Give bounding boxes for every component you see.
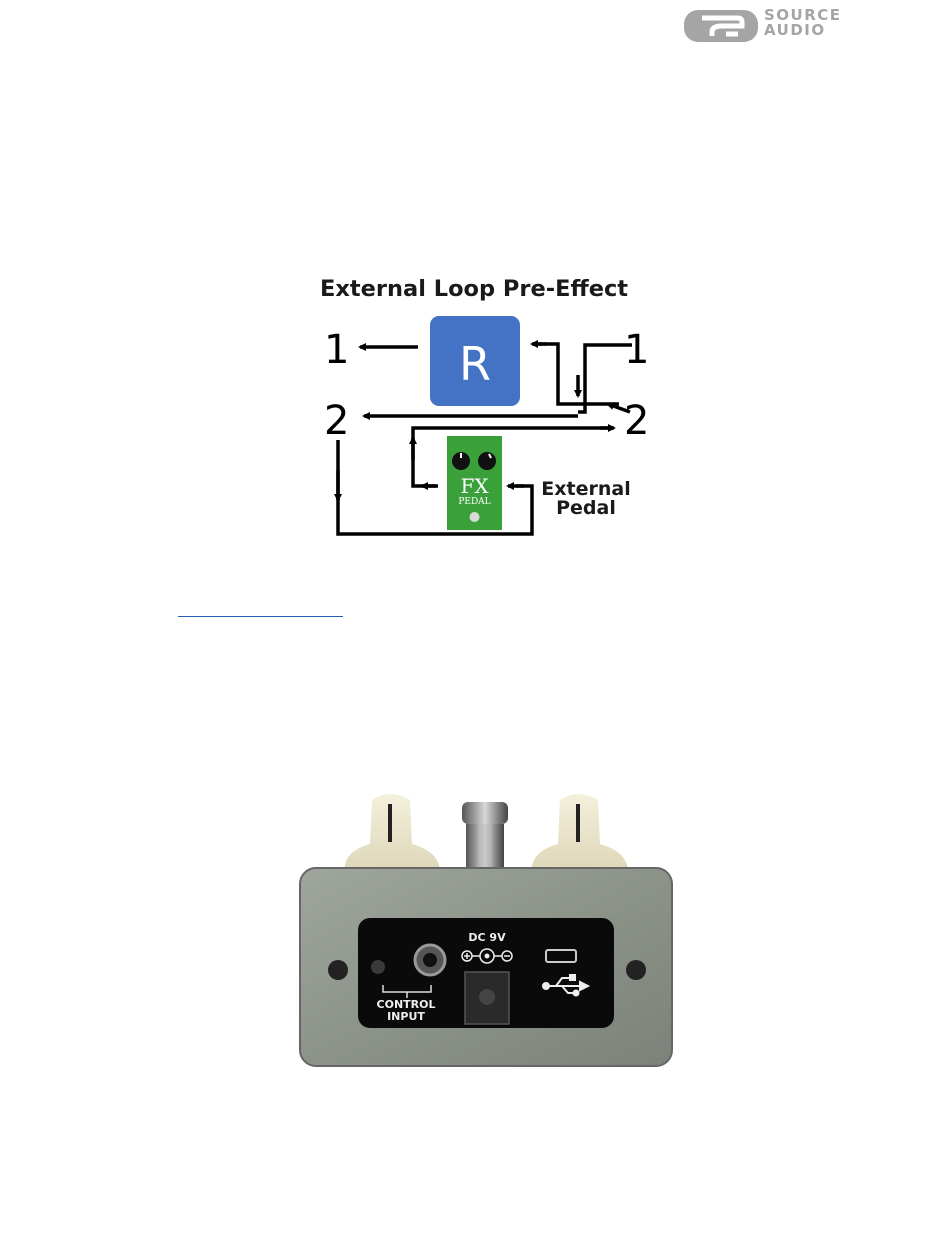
knob-right-icon (532, 794, 628, 872)
pedal-back-panel-photo: CONTROL INPUT DC 9V (290, 780, 680, 1080)
signal-routing-diagram: R 1 2 1 2 FX PEDAL (310, 300, 660, 550)
screw-left-icon (328, 960, 348, 980)
right-input-2: 2 (624, 398, 649, 444)
source-audio-logo: SOURCE AUDIO (682, 6, 882, 46)
dc-label: DC 9V (468, 931, 506, 944)
r-block: R (430, 316, 520, 406)
fx-pedal-label-sub: PEDAL (458, 497, 490, 507)
hyperlink-underline[interactable] (178, 616, 343, 617)
external-pedal-label-2: Pedal (556, 497, 616, 519)
screw-right-icon (626, 960, 646, 980)
left-output-1: 1 (324, 327, 349, 373)
logo-line-2: AUDIO (764, 23, 842, 38)
logo-text: SOURCE AUDIO (764, 8, 842, 38)
led-icon (371, 960, 385, 974)
logo-mark-icon (682, 6, 762, 46)
control-input-label-2: INPUT (387, 1010, 425, 1023)
footswitch-icon (462, 802, 508, 872)
knob-left-icon (345, 794, 440, 872)
r-block-label: R (459, 337, 491, 391)
fx-pedal-label-main: FX (460, 474, 489, 498)
fx-footswitch-icon (470, 512, 480, 522)
left-output-2: 2 (324, 398, 349, 444)
right-input-1: 1 (624, 327, 649, 373)
diagram-title: External Loop Pre-Effect (320, 276, 660, 302)
fx-pedal: FX PEDAL (447, 436, 502, 530)
fx-knob-right-icon (478, 452, 496, 470)
